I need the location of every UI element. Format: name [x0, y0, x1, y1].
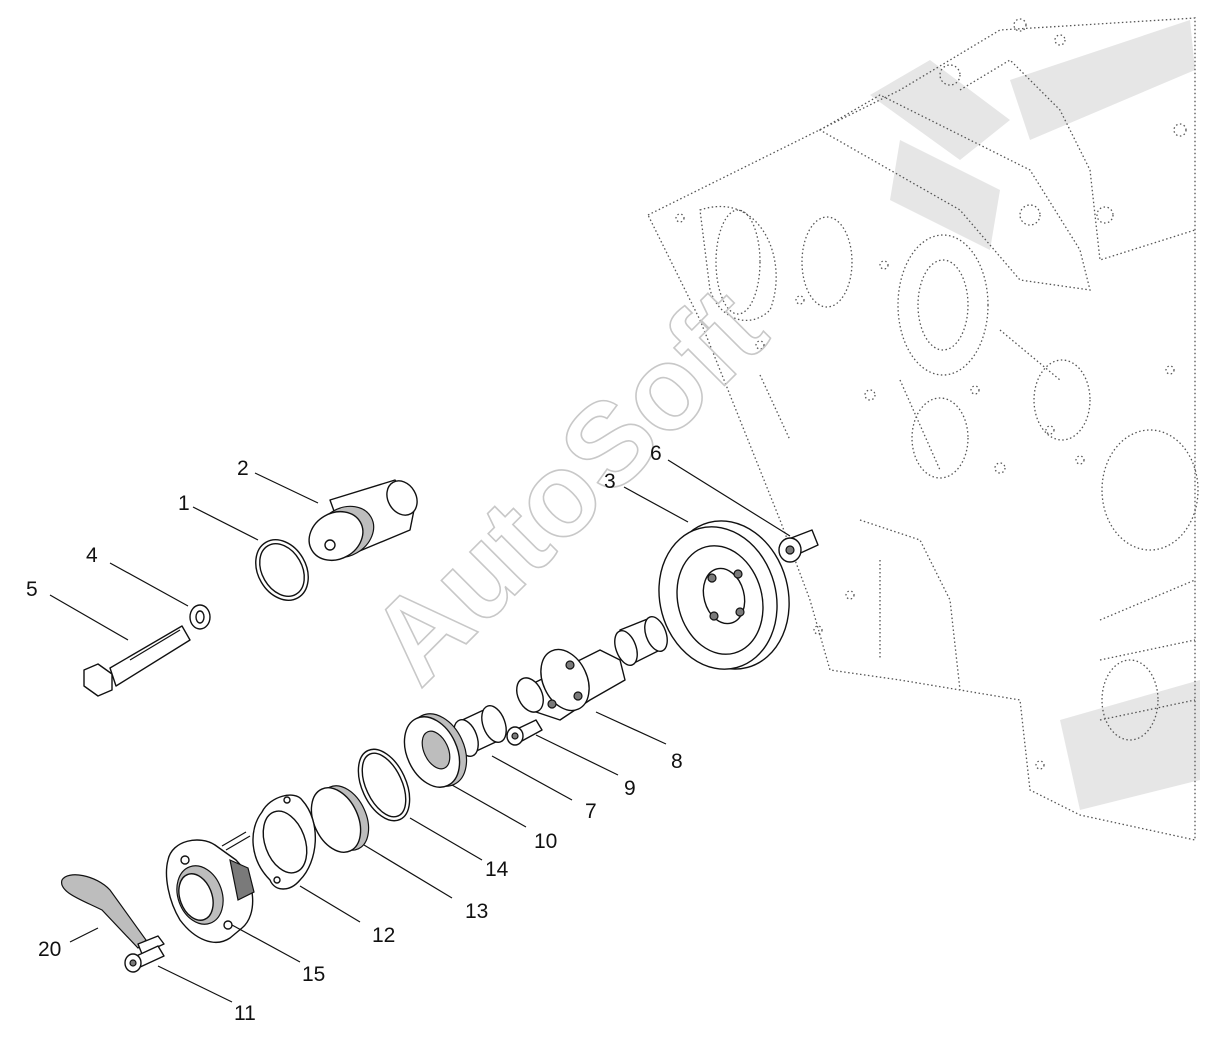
callout-5: 5: [26, 578, 38, 601]
engine-block-ghost: [647, 17, 1200, 841]
part-13-plug: [310, 785, 370, 853]
callout-3: 3: [604, 470, 616, 493]
callout-labels: 1 2 3 4 5 6 7 8 9 10 11 12 13 14 15 20: [26, 442, 683, 1025]
part-4-washer: [189, 604, 211, 630]
callout-12: 12: [372, 924, 395, 947]
part-14-o-ring: [357, 748, 411, 822]
callout-1: 1: [178, 492, 190, 515]
part-10-notched-ring: [403, 713, 468, 788]
callout-8: 8: [671, 750, 683, 773]
callout-9: 9: [624, 777, 636, 800]
part-15-flange-housing: [165, 831, 255, 943]
part-9-socket-screw: [506, 719, 543, 746]
part-6-socket-screw: [778, 529, 819, 563]
part-2-piston: [308, 479, 418, 562]
part-8-drive-hub: [516, 648, 626, 721]
callout-2: 2: [237, 457, 249, 480]
callout-15: 15: [302, 963, 325, 986]
callout-11: 11: [234, 1002, 256, 1025]
leader-lines: [49, 459, 791, 1003]
callout-4: 4: [86, 544, 98, 567]
part-bushing-upper: [614, 616, 668, 666]
part-1-o-ring: [255, 539, 309, 601]
part-12-gasket: [252, 794, 316, 890]
part-11-socket-screw: [124, 945, 165, 973]
part-20-tool-handle: [61, 874, 165, 955]
part-5-long-bolt: [83, 625, 191, 697]
callout-7: 7: [585, 800, 597, 823]
part-7-bushing: [453, 705, 507, 757]
callout-20: 20: [38, 938, 61, 961]
callout-13: 13: [465, 900, 488, 923]
callout-6: 6: [650, 442, 662, 465]
callout-10: 10: [534, 830, 557, 853]
callout-14: 14: [485, 858, 509, 881]
part-3-pulley: [658, 520, 790, 670]
